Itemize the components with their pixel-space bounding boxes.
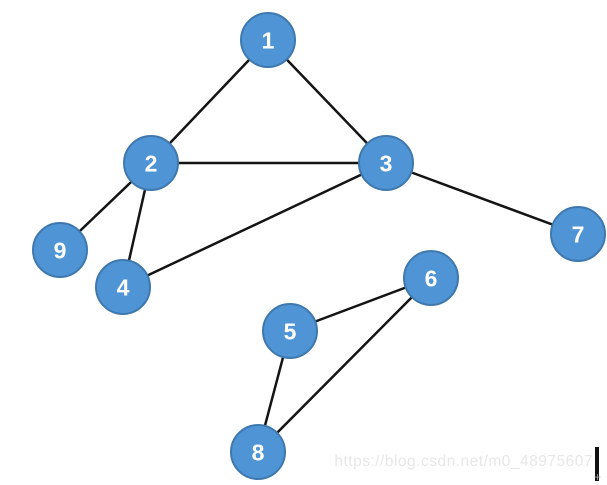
graph-node-4: 4 [95, 259, 151, 315]
graph-node-2: 2 [123, 135, 179, 191]
node-circle-4 [95, 259, 151, 315]
caret-plus-icon: + [594, 470, 602, 484]
graph-node-1: 1 [240, 12, 296, 68]
graph-node-8: 8 [230, 424, 286, 480]
node-label-7: 7 [572, 221, 585, 247]
node-circle-3 [358, 135, 414, 191]
node-circle-2 [123, 135, 179, 191]
node-circle-6 [403, 250, 459, 306]
node-circle-7 [550, 206, 606, 262]
nodes-layer: 1 2 3 9 4 5 6 7 8 [32, 12, 606, 480]
node-label-1: 1 [262, 27, 275, 53]
graph-edge-3-7 [384, 161, 580, 236]
text-cursor-caret [595, 447, 599, 481]
node-circle-5 [262, 303, 318, 359]
graph-node-9: 9 [32, 222, 88, 278]
graph-edge-3-4 [121, 161, 388, 289]
edges-layer [58, 38, 580, 454]
node-label-8: 8 [252, 439, 265, 465]
node-circle-9 [32, 222, 88, 278]
node-label-6: 6 [425, 265, 438, 291]
graph-node-7: 7 [550, 206, 606, 262]
node-label-5: 5 [284, 318, 297, 344]
graph-edge-1-3 [266, 38, 388, 165]
node-circle-8 [230, 424, 286, 480]
graph-node-5: 5 [262, 303, 318, 359]
graph-node-3: 3 [358, 135, 414, 191]
graph-node-6: 6 [403, 250, 459, 306]
node-label-2: 2 [145, 150, 158, 176]
graph-edge-1-2 [149, 38, 270, 165]
graph-edge-6-8 [256, 276, 433, 454]
node-label-3: 3 [380, 150, 393, 176]
node-label-9: 9 [54, 237, 67, 263]
node-circle-1 [240, 12, 296, 68]
node-label-4: 4 [117, 274, 130, 300]
watermark-url: https://blog.csdn.net/m0_48975607 [334, 453, 593, 470]
